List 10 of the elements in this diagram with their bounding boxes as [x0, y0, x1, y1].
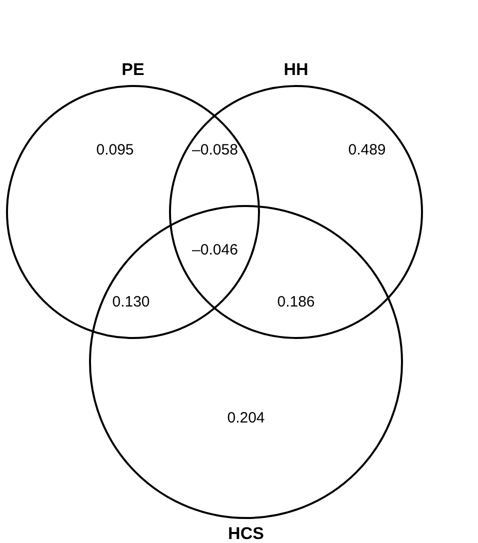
region-value: 0.186	[277, 294, 315, 310]
region-value: 0.095	[96, 142, 134, 158]
set-title: PE	[120, 60, 146, 80]
region-value: –0.058	[192, 142, 238, 158]
region-value: 0.204	[227, 410, 265, 426]
region-value: 0.489	[348, 142, 386, 158]
region-value: –0.046	[192, 242, 238, 258]
region-value: 0.130	[112, 294, 150, 310]
set-title: HH	[282, 60, 310, 80]
set-title: HCS	[227, 524, 265, 543]
